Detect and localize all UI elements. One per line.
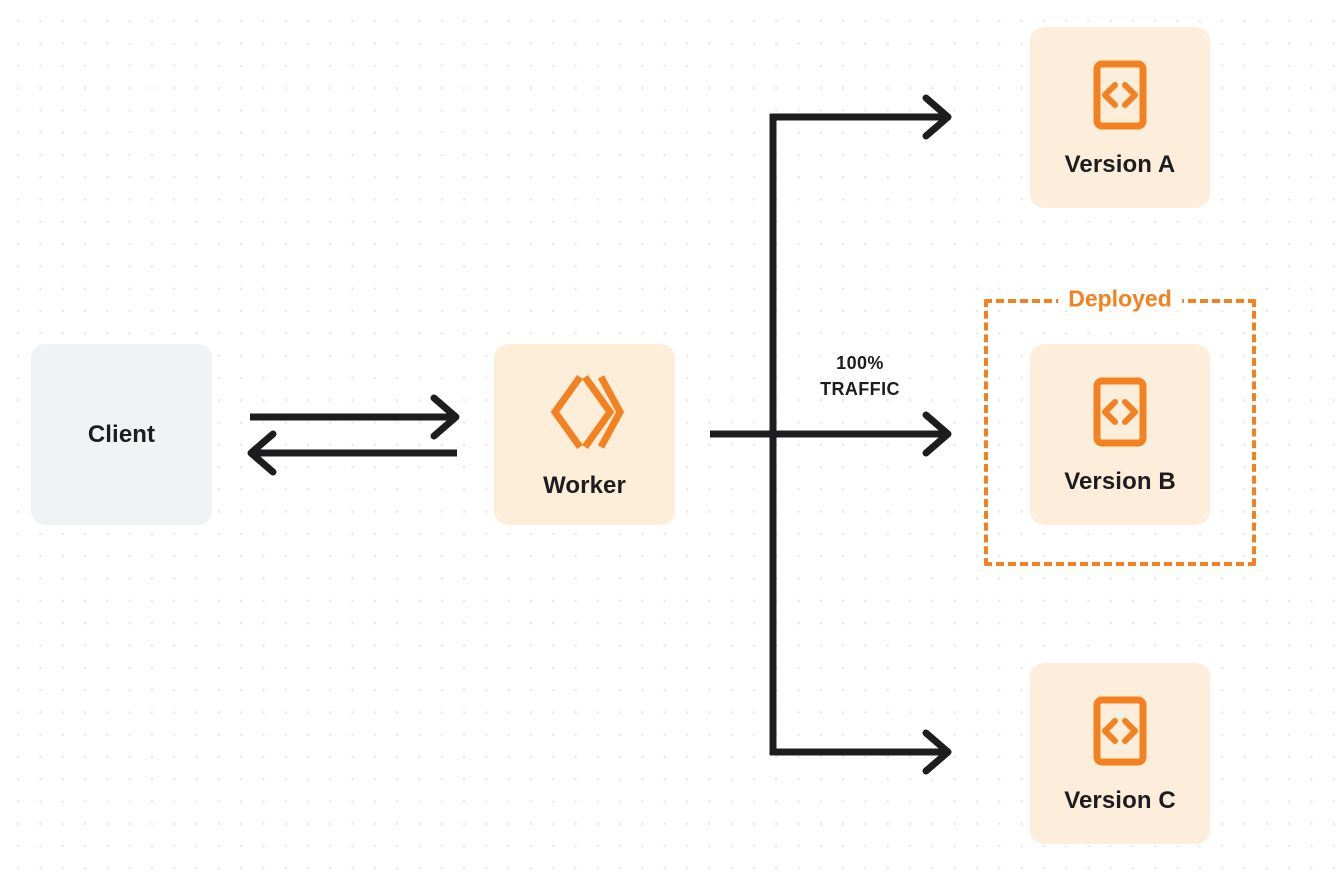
traffic-percent: 100% (836, 353, 884, 373)
code-file-icon (1092, 695, 1148, 767)
arrow-client-to-worker (250, 394, 460, 440)
cloudflare-workers-logo-icon (546, 372, 624, 452)
node-version-b[interactable]: Version B (1030, 344, 1210, 525)
node-version-c[interactable]: Version C (1030, 663, 1210, 844)
deployed-group-label: Deployed (1058, 287, 1182, 311)
node-worker[interactable]: Worker (494, 344, 675, 525)
arrow-worker-to-version-c (770, 729, 952, 775)
traffic-label: 100% TRAFFIC (789, 350, 931, 402)
code-file-icon (1092, 59, 1148, 131)
arrow-worker-to-version-b (710, 411, 952, 457)
code-file-icon (1092, 376, 1148, 448)
arrow-worker-to-version-a (770, 94, 952, 140)
node-version-a[interactable]: Version A (1030, 27, 1210, 208)
node-client-label: Client (87, 420, 156, 448)
node-worker-label: Worker (543, 471, 626, 499)
traffic-caption: TRAFFIC (820, 379, 900, 400)
node-version-b-label: Version B (1064, 467, 1176, 495)
node-version-c-label: Version C (1064, 786, 1176, 814)
arrow-worker-to-client (247, 430, 457, 476)
node-version-a-label: Version A (1064, 150, 1176, 178)
deployed-group: Deployed (984, 287, 1256, 566)
node-client[interactable]: Client (31, 344, 212, 525)
